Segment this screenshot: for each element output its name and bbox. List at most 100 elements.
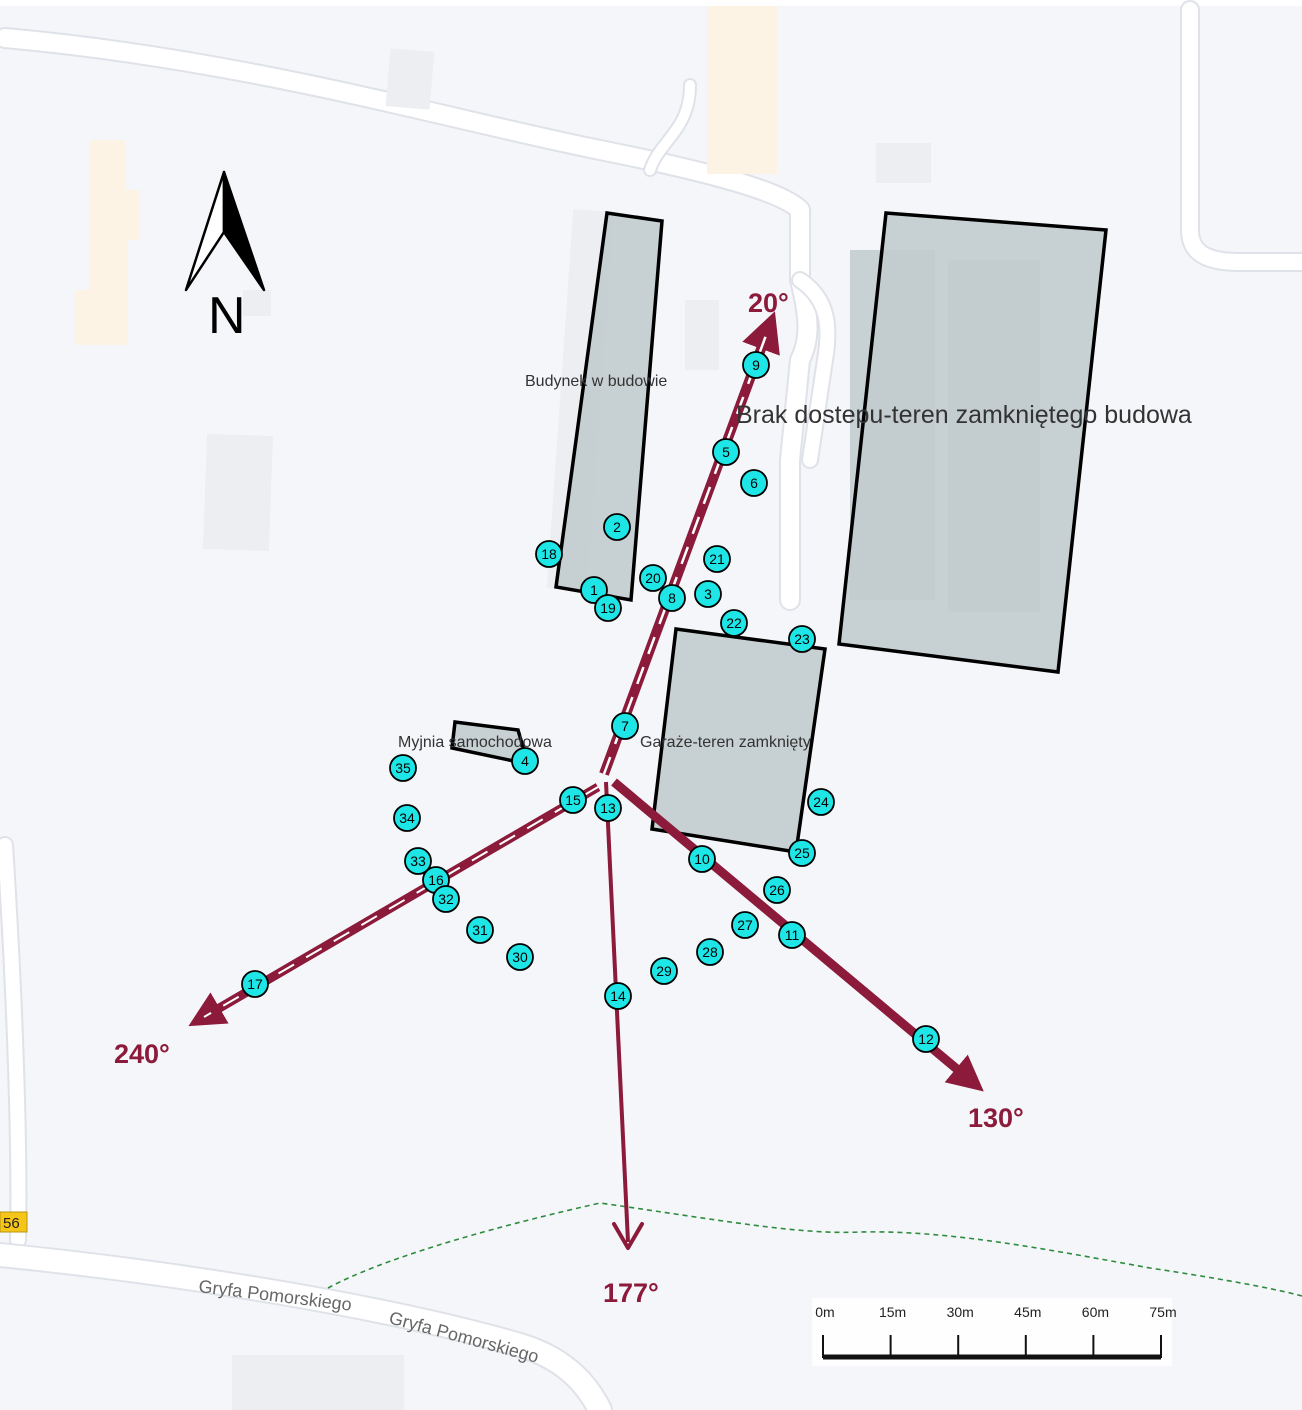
sample-point-label: 29 [656,963,672,979]
sample-point-21: 21 [703,545,731,573]
sample-point-marker [389,754,417,782]
sample-point-marker [788,625,816,653]
sample-points: 1234567891011121314151617181920212223242… [241,351,940,1053]
sample-point-19: 19 [594,594,622,622]
sample-point-label: 2 [613,519,621,535]
sample-point-label: 6 [750,475,758,491]
sample-point-marker [604,982,632,1010]
sample-point-label: 24 [813,794,829,810]
sample-point-label: 26 [769,882,785,898]
sample-point-28: 28 [696,938,724,966]
polygon-building-under-construction [554,211,664,603]
sample-point-30: 30 [506,943,534,971]
route-shield-label: 56 [3,1215,20,1232]
sample-point-marker [506,943,534,971]
sample-point-label: 7 [621,718,629,734]
sample-point-label: 3 [704,586,712,602]
sample-point-marker [594,794,622,822]
study-polygons [450,211,1108,855]
sample-point-7: 7 [611,712,639,740]
sample-point-label: 20 [645,570,661,586]
sample-point-marker [511,747,539,775]
sample-point-22: 22 [720,609,748,637]
sample-point-31: 31 [466,916,494,944]
sample-point-marker [603,513,631,541]
polygon-large-construction-site [837,211,1108,674]
sample-point-marker [742,351,770,379]
sample-point-label: 31 [472,922,488,938]
scale-tick-label: 45m [1014,1304,1041,1320]
sample-point-label: 12 [918,1031,934,1047]
sample-point-label: 22 [726,615,742,631]
sample-point-marker [696,938,724,966]
sample-point-marker [466,916,494,944]
sample-point-6: 6 [740,469,768,497]
sample-point-marker [404,847,432,875]
sample-point-label: 18 [541,546,557,562]
map-frame-top [0,0,1302,6]
green-trail [327,1202,1302,1297]
sample-point-14: 14 [604,982,632,1010]
sample-point-marker [731,911,759,939]
scale-tick-label: 30m [947,1304,974,1320]
sample-point-label: 32 [438,891,454,907]
sample-point-marker [912,1025,940,1053]
sample-point-24: 24 [807,788,835,816]
sample-point-11: 11 [778,921,806,949]
sample-point-marker [788,839,816,867]
sample-point-23: 23 [788,625,816,653]
sample-point-label: 1 [590,582,598,598]
no-access-construction-label: Brak dostepu-teren zamkniętego budowa [736,401,1192,429]
sample-point-26: 26 [763,876,791,904]
sample-point-marker [241,970,269,998]
sample-point-20: 20 [639,564,667,592]
sample-point-label: 34 [399,810,415,826]
sample-point-label: 15 [565,792,581,808]
sample-point-label: 5 [722,444,730,460]
sample-point-marker [694,580,722,608]
sample-point-label: 27 [737,917,753,933]
sample-point-12: 12 [912,1025,940,1053]
sample-point-label: 16 [428,872,444,888]
sample-point-marker [763,876,791,904]
sample-point-label: 9 [752,357,760,373]
sample-point-label: 13 [600,800,616,816]
sample-point-label: 35 [395,760,411,776]
sample-point-2: 2 [603,513,631,541]
sample-point-marker [658,584,686,612]
sample-point-marker [703,545,731,573]
sample-point-25: 25 [788,839,816,867]
sample-point-marker [432,885,460,913]
scale-tick-label: 60m [1082,1304,1109,1320]
sample-point-marker [720,609,748,637]
sample-point-marker [393,804,421,832]
building-under-construction-label: Budynek w budowie [525,373,667,390]
sample-point-15: 15 [559,786,587,814]
sample-point-32: 32 [432,885,460,913]
sample-point-3: 3 [694,580,722,608]
sample-point-5: 5 [712,438,740,466]
sample-point-label: 8 [668,590,676,606]
scale-tick-label: 0m [815,1304,834,1320]
sample-point-marker [639,564,667,592]
sample-point-label: 28 [702,944,718,960]
sample-point-label: 10 [694,851,710,867]
direction-240-label: 240° [114,1039,170,1069]
sample-point-27: 27 [731,911,759,939]
sample-point-marker [688,845,716,873]
scale-tick-label: 75m [1149,1304,1176,1320]
sample-point-18: 18 [535,540,563,568]
sample-point-label: 30 [512,949,528,965]
sample-point-marker [559,786,587,814]
north-label: N [208,287,246,345]
sample-point-13: 13 [594,794,622,822]
sample-point-marker [807,788,835,816]
sample-point-10: 10 [688,845,716,873]
north-arrow-icon: N [184,170,266,345]
garages-closed-label: Garaże-teren zamknięty [640,734,811,751]
sample-point-label: 11 [785,927,800,943]
route-shield: 56 [0,1211,28,1233]
sample-point-33: 33 [404,847,432,875]
